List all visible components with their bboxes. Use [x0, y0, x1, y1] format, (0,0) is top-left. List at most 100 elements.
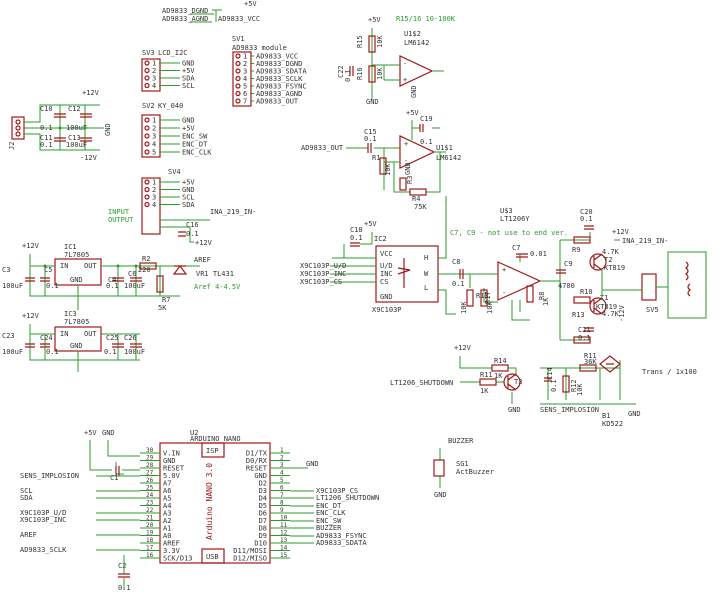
- u3-t2: T2: [604, 256, 612, 264]
- arduino-rpin-8: D6: [259, 510, 267, 518]
- arduino-lpin-3: 5.0V: [163, 472, 181, 480]
- ic2-5v: +5V: [364, 220, 377, 228]
- arduino-rnum-5: 6: [280, 485, 284, 492]
- arduino-lnum-6: 24: [146, 492, 154, 499]
- arduino-lnum-11: 19: [146, 530, 154, 537]
- arduino-lnum-7: 23: [146, 500, 154, 507]
- sv3-pin-3-dot: [144, 75, 150, 81]
- arduino-lpin-13: 3.3V: [163, 547, 181, 555]
- ic3-c25v: 0.1: [104, 348, 117, 356]
- ic2-net-0: X9C103P_U/D: [300, 262, 346, 270]
- arduino-rpin-3: GND: [254, 472, 267, 480]
- u3-c8: C8: [452, 258, 460, 266]
- sv2-pin-2-dot: [144, 125, 150, 131]
- arduino-name: ARDUINO_NANO: [190, 435, 241, 443]
- sv1-pin-label-4: AD9833_SCLK: [256, 75, 303, 83]
- sv1-pin-4-dot: [235, 75, 241, 82]
- arduino-rpin-2: RESET: [246, 465, 268, 473]
- sv4-c16-val: 0.1: [186, 230, 199, 238]
- ic1-note: Aref 4-4.5V: [194, 283, 241, 291]
- sens-b1: B1: [602, 412, 610, 420]
- arduino-lpin-5: A6: [163, 487, 171, 495]
- arduino-rnum-12: 13: [280, 537, 288, 544]
- arduino-lnet-6: AD9833_SCLK: [20, 546, 67, 554]
- arduino-rnum-1: 2: [280, 455, 284, 462]
- ic1-c3v: 100uF: [2, 282, 23, 290]
- arduino-rnum-4: 5: [280, 477, 284, 484]
- sv1-pin-label-5: AD9833_FSYNC: [256, 83, 307, 91]
- ic2-l: L: [424, 284, 428, 292]
- arduino-5v: +5V: [84, 429, 97, 437]
- j2-c11v: 0.1: [40, 141, 53, 149]
- arduino-lnet-0: SENS_IMPLOSION: [20, 472, 79, 480]
- u3-note: C7, C9 - not use to end ver.: [450, 229, 568, 237]
- sv2-pin-1-dot: [144, 117, 150, 123]
- sv1-pin-label-2: AD9833_DGND: [256, 60, 302, 68]
- ic1-r7v: 5K: [158, 304, 167, 312]
- amp2-c22v: 0.1: [344, 69, 352, 82]
- sv1-pin-1-dot: [235, 53, 241, 59]
- ic2-c18: C18: [350, 226, 363, 234]
- arduino-rnum-11: 12: [280, 530, 288, 537]
- sv4-pin-1-dot: [144, 179, 150, 185]
- u3-c9: C9: [564, 260, 572, 268]
- arduino-rnum-14: 15: [280, 552, 288, 559]
- arduino-rnet-0: X9C103P_CS: [316, 487, 358, 495]
- arduino-lpin-1: GND: [163, 457, 176, 465]
- arduino-lnet-5: AREF: [20, 531, 37, 539]
- u3-c9v: 4700: [558, 282, 575, 290]
- ic1-c4v: 0.1: [106, 282, 119, 290]
- top-net-labels: AD9833_DGND AD9833_AGND AD9833_VCC +5V: [162, 0, 260, 23]
- net-ad9833-agnd: AD9833_AGND: [162, 15, 208, 23]
- arduino-gnd: GND: [102, 429, 115, 437]
- sv1-pin-6-dot: [235, 90, 241, 97]
- amp1-c15v: 0.1: [364, 135, 377, 143]
- sv2-pin-3-dot: [144, 133, 150, 139]
- amp1-r1v: 10K: [384, 163, 392, 176]
- sv3-pin-num-2: 2: [152, 67, 156, 75]
- shutdown-circuit: +12V R14 1K R11 1K T3 LT1206_SHUTDOWN GN…: [390, 344, 522, 414]
- sv1-pin-label-6: AD9833_AGND: [256, 90, 302, 98]
- arduino-rpin-4: D2: [259, 480, 267, 488]
- amp2-r16v: 10K: [376, 67, 384, 80]
- sv2-ref: SV2: [142, 102, 155, 110]
- u3-ref: U$3: [500, 207, 513, 215]
- amp2-r15v: 10K: [376, 35, 384, 48]
- ic1-c5: C5: [44, 266, 52, 274]
- sv4-12v: +12V: [195, 239, 213, 247]
- arduino-rpin-9: D7: [259, 517, 267, 525]
- sv4-c16-ref: C16: [186, 221, 199, 229]
- sv3-pin-num-3: 3: [152, 75, 156, 83]
- sv4-pin-label-1: +5V: [182, 179, 195, 187]
- arduino-rnum-3: 4: [280, 470, 284, 477]
- u3-r8: R8: [538, 292, 546, 300]
- sv1-pin-label-1: AD9833_VCC: [256, 53, 298, 61]
- amp2-c22: C22: [337, 65, 345, 78]
- sv2-pin-num-1: 1: [152, 117, 156, 125]
- net-top-5v: +5V: [244, 0, 257, 8]
- sv1-pin-2-dot: [235, 60, 241, 67]
- u3-r18v: 10K: [460, 301, 468, 314]
- u3-c7v: 0.01: [530, 250, 547, 258]
- arduino-rnum-8: 9: [280, 507, 284, 514]
- sens-c14v: 0.1: [550, 379, 558, 392]
- lt1206-output-stage: U$3 LT1206Y C7, C9 - not use to end ver.…: [450, 207, 707, 376]
- sv4-pin-3-dot: [144, 194, 150, 200]
- sens-r12v: 10K: [576, 383, 584, 396]
- ic1-c6v: 100uF: [124, 282, 145, 290]
- arduino-c1: C1: [110, 474, 118, 482]
- j2-c10v: 0.1: [40, 124, 53, 132]
- shut-gnd: GND: [508, 406, 521, 414]
- sv4-ref: SV4: [168, 168, 181, 176]
- arduino-lpin-10: A1: [163, 525, 171, 533]
- sv1-pin-label-7: AD9833_OUT: [256, 98, 299, 106]
- sv2-pin-num-2: 2: [152, 125, 156, 133]
- sv4-pin-4-dot: [144, 201, 150, 208]
- u3-c20v: 0.1: [580, 215, 593, 223]
- ic3-c26v: 100uF: [124, 348, 145, 356]
- j2-c13: C13: [68, 134, 81, 142]
- sv3-pin-label-2: +5V: [182, 67, 195, 75]
- ic3-in: IN: [60, 330, 68, 338]
- arduino-rpin-5: D3: [259, 487, 267, 495]
- sv4-ina-net: INA_219_IN-: [210, 208, 256, 216]
